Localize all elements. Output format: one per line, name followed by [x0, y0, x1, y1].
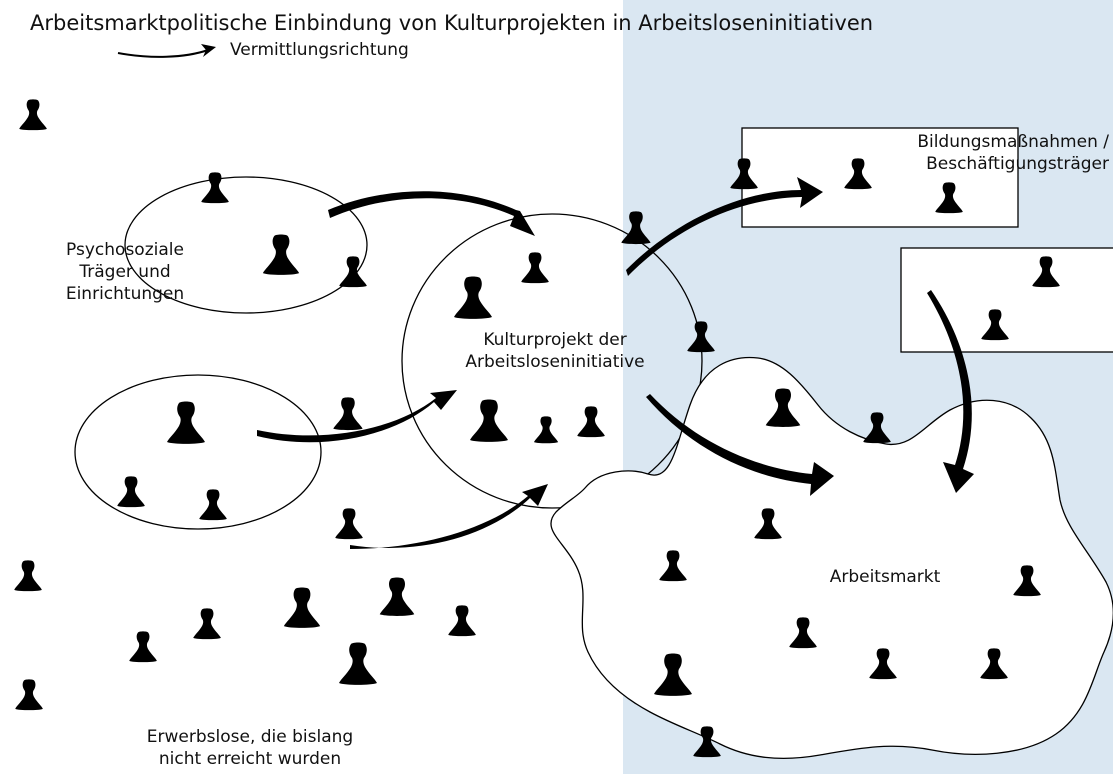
person-icon	[448, 605, 476, 637]
person-icon	[129, 631, 157, 663]
legend-label: Vermittlungsrichtung	[230, 40, 409, 60]
erwerbslose-group-ellipse	[74, 374, 322, 530]
arrow-kultur-to-bildung	[626, 177, 823, 276]
label-bildung: Bildungsmaßnahmen / Beschäftigungsträger	[917, 132, 1109, 174]
person-icon	[199, 489, 227, 521]
arrow-kultur-to-arbeitsmarkt	[646, 394, 834, 496]
legend-arrow-icon	[117, 49, 209, 58]
arrow-erwerbslose-to-kultur	[257, 390, 457, 443]
legend	[117, 44, 216, 58]
person-icon	[15, 679, 43, 711]
arrow-psychosozial-to-kultur	[328, 191, 535, 236]
psychosozial-ellipse	[124, 176, 368, 314]
person-icon	[533, 416, 559, 444]
person-icon	[283, 587, 321, 628]
person-icon	[117, 476, 145, 508]
person-icon	[19, 99, 47, 131]
label-psychosozial: Psychosoziale Träger und Einrichtungen	[65, 240, 185, 304]
label-kulturprojekt: Kulturprojekt der Arbeitsloseninitiative	[465, 330, 645, 372]
person-icon	[193, 608, 221, 640]
diagram-title: Arbeitsmarktpolitische Einbindung von Ku…	[30, 11, 874, 35]
person-icon	[14, 560, 42, 592]
person-icon	[339, 642, 377, 685]
flow-arrows	[257, 177, 974, 549]
legend-arrowhead	[201, 44, 216, 57]
arrow-unten-to-kultur	[350, 484, 548, 549]
label-arbeitsmarkt: Arbeitsmarkt	[829, 567, 941, 587]
person-icon	[262, 234, 300, 275]
person-icon	[339, 256, 367, 288]
person-icon	[333, 397, 363, 431]
kulturprojekt-ellipse	[401, 213, 703, 509]
person-icon	[470, 399, 508, 442]
person-icon	[521, 252, 549, 284]
person-icon	[201, 172, 229, 204]
label-erwerbslose: Erwerbslose, die bislang nicht erreicht …	[146, 727, 354, 769]
person-icon	[335, 508, 363, 540]
arrow-traeger-to-arbeitsmarkt	[927, 290, 974, 493]
person-icon	[379, 577, 415, 616]
person-icon	[167, 401, 205, 444]
person-icon	[454, 276, 492, 319]
arbeitsmarkt-cloud	[550, 356, 1113, 759]
person-icon	[577, 406, 605, 438]
